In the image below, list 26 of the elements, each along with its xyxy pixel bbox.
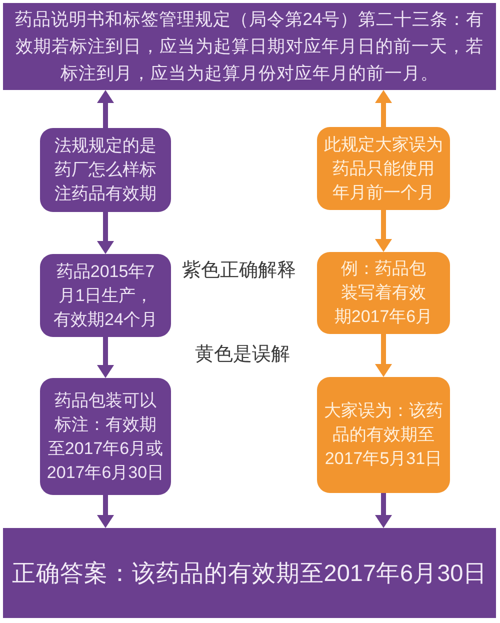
- process-box: [40, 378, 171, 495]
- arrow: [97, 90, 114, 128]
- note-text: 黄色是误解: [195, 343, 290, 367]
- answer-banner: [3, 528, 496, 618]
- process-box: [317, 377, 450, 493]
- step-text: 例：药品包装写着有效期2017年6月: [333, 258, 434, 328]
- step-text: 法规规定的是药厂怎么样标注药品有效期: [54, 135, 158, 205]
- process-box: [317, 252, 450, 334]
- process-box: [40, 254, 171, 337]
- arrow: [375, 90, 392, 127]
- process-box: [40, 128, 171, 212]
- step-text: 药品2015年7月1日生产，有效期24个月: [52, 260, 158, 330]
- rule-banner: [3, 3, 496, 90]
- arrow: [97, 495, 114, 528]
- rule-text: 药品说明书和标签管理规定（局令第24号）第二十三条：有效期若标注到日，应当为起算日期对应年月日的前一天，若标注到月，应当为起算月份对应年月的前一月。: [14, 8, 486, 85]
- arrow: [375, 334, 392, 377]
- step-text: 药品包装可以标注：有效期至2017年6月或2017年6月30日: [46, 390, 166, 484]
- process-box: [317, 127, 450, 210]
- answer-text: 正确答案：该药品的有效期至2017年6月30日: [12, 559, 488, 588]
- note-text: 紫色正确解释: [182, 259, 296, 283]
- step-text: 此规定大家误为药品只能使用年月前一个月: [323, 134, 444, 204]
- arrow: [375, 210, 392, 252]
- arrow: [375, 493, 392, 528]
- arrow: [97, 337, 114, 378]
- step-text: 大家误为：该药品的有效期至2017年5月31日: [323, 400, 444, 470]
- arrow: [97, 212, 114, 254]
